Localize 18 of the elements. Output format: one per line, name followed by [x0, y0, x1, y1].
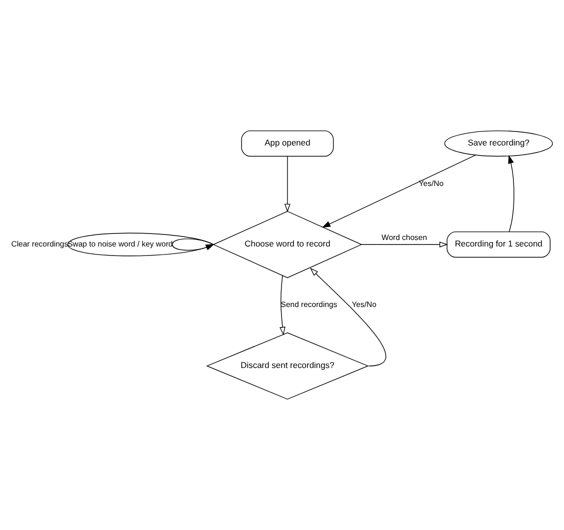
arrow	[310, 268, 386, 366]
node-box: App opened	[241, 130, 334, 157]
arrow	[172, 238, 214, 251]
node-ellipse: Save recording?	[444, 130, 553, 157]
edge-label: Clear recordings	[11, 240, 68, 248]
edge-label: Word chosen	[382, 233, 428, 242]
arrow	[284, 156, 290, 212]
node-diamond: Discard sent recordings?	[206, 332, 369, 400]
arrow	[361, 242, 448, 248]
node-diamond: Choose word to record	[212, 210, 362, 278]
arrow	[322, 154, 476, 228]
arrow	[68, 232, 214, 256]
arrow	[508, 155, 514, 232]
node-box: Recording for 1 second	[446, 231, 550, 258]
edge-label: Yes/No	[352, 300, 376, 310]
arrow	[280, 275, 286, 336]
edge-label: Send recordings	[280, 300, 338, 310]
edge-label: Yes/No	[418, 178, 444, 188]
